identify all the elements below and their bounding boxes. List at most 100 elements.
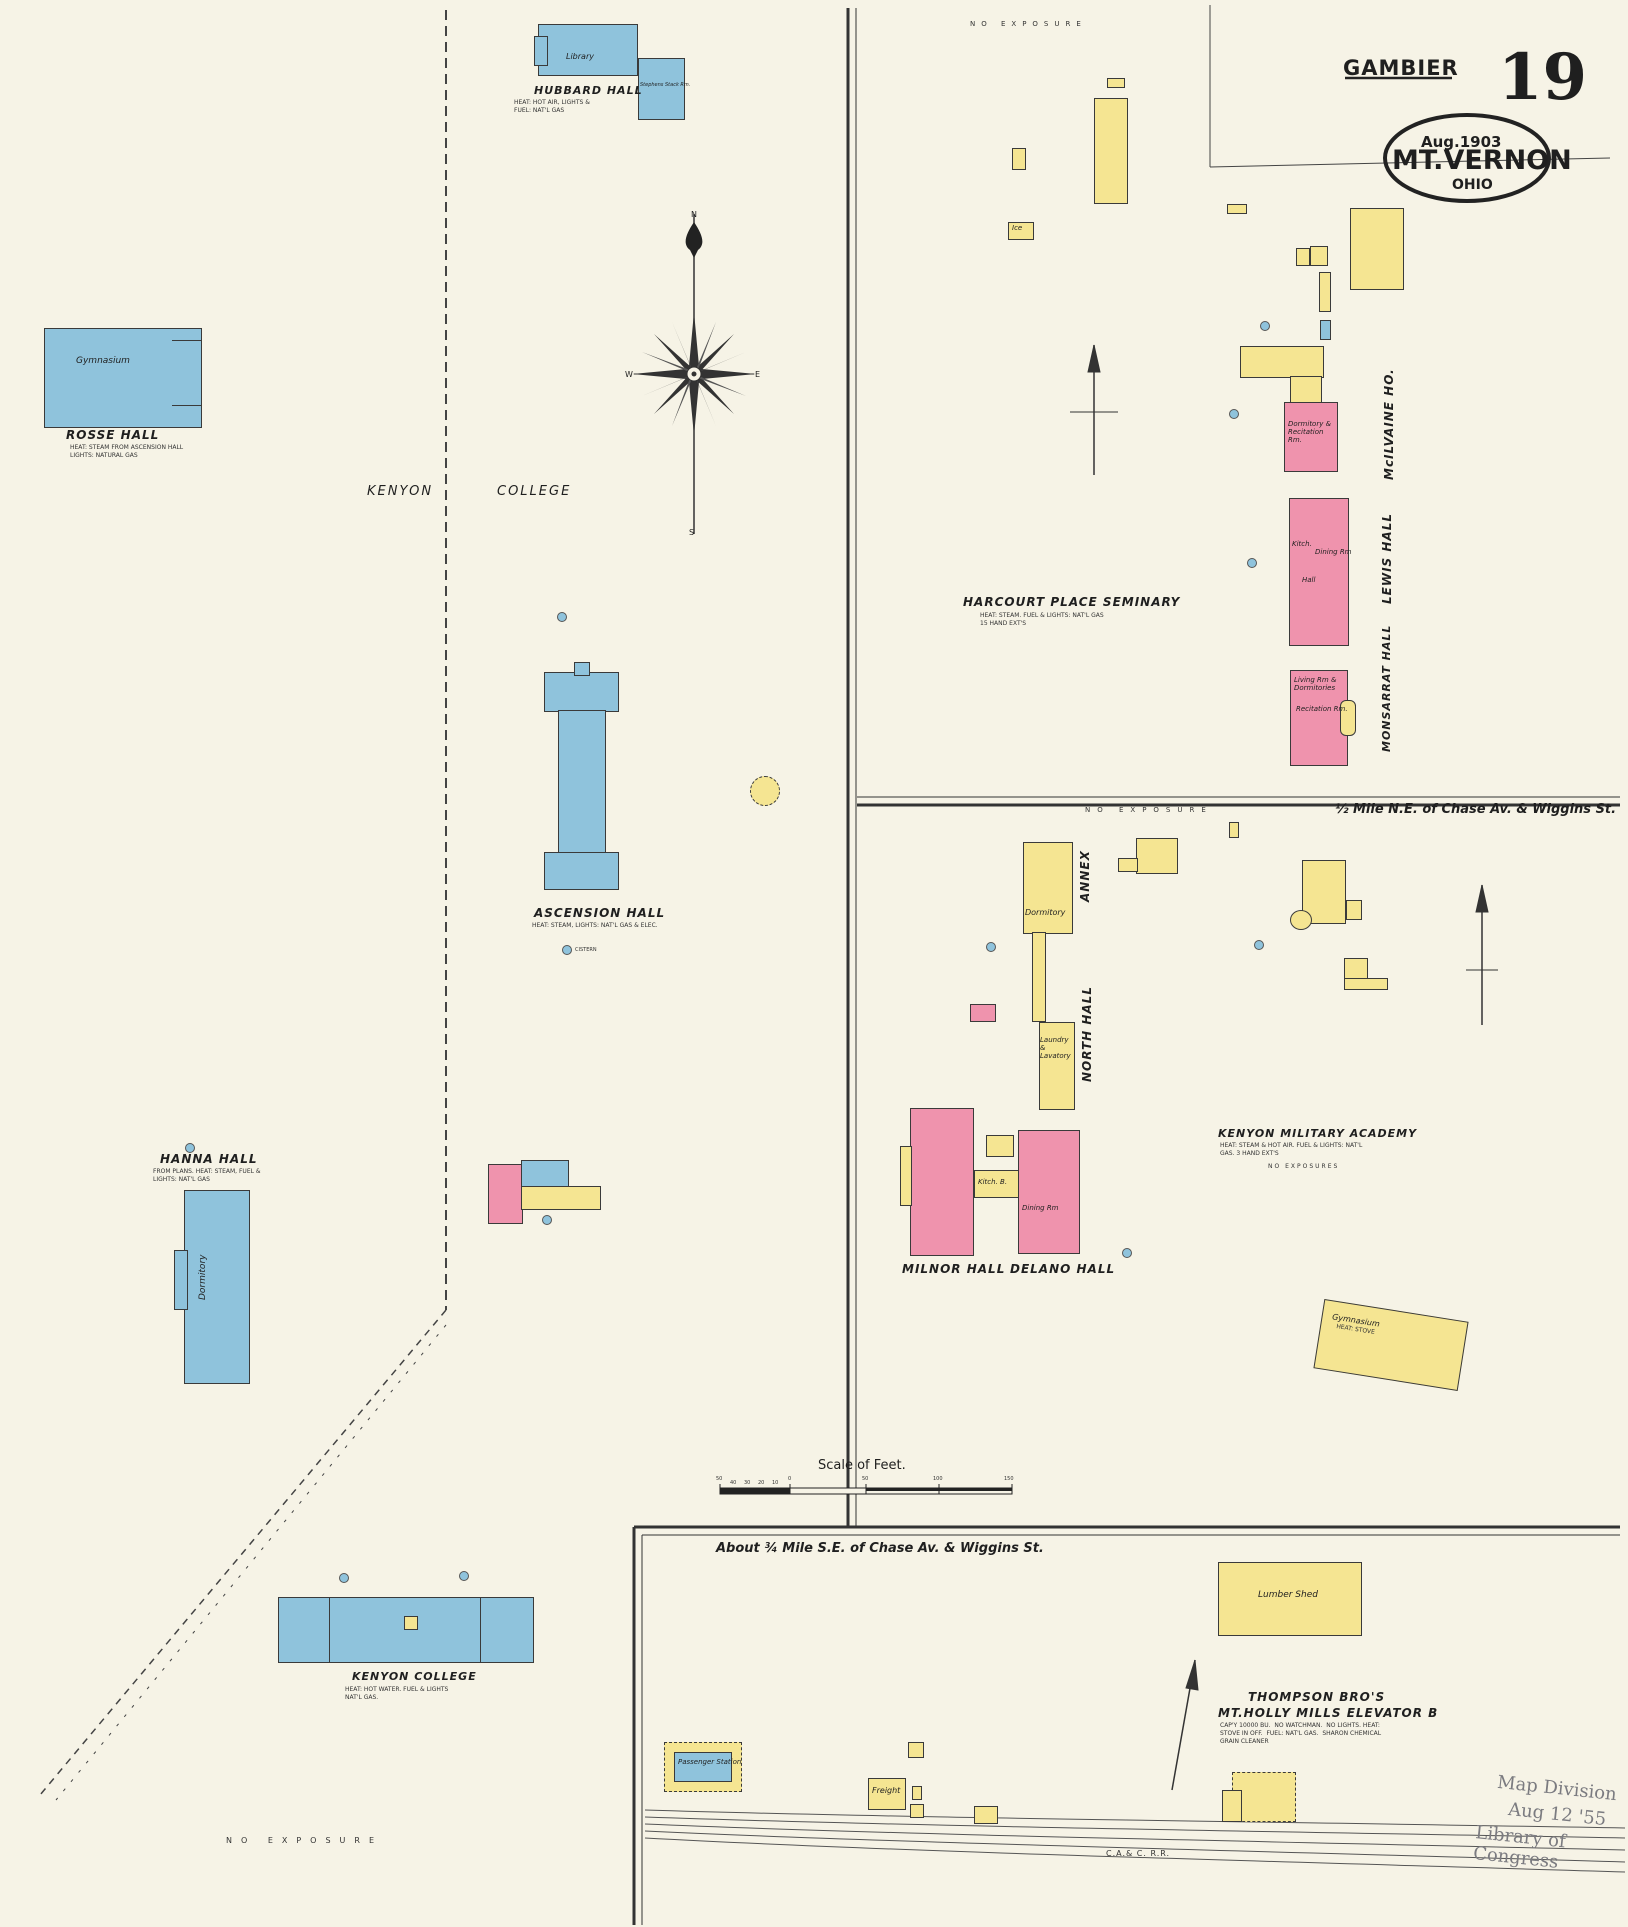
sheet-number: 19 bbox=[1498, 40, 1588, 115]
small-frame-5 bbox=[912, 1786, 922, 1800]
stable-c bbox=[1094, 98, 1128, 204]
small-frame-1 bbox=[1107, 78, 1125, 88]
railroad-label: C.A.& C. R.R. bbox=[1106, 1849, 1171, 1858]
small-frame-6 bbox=[910, 1804, 924, 1818]
dwelling-d-kma-2 bbox=[1118, 858, 1138, 872]
annex-label: ANNEX bbox=[1078, 850, 1092, 902]
ascension-hall-tower bbox=[574, 662, 590, 676]
hanna-dormitory-label: Dormitory bbox=[198, 1254, 208, 1300]
no-exposure-top: NO EXPOSURE bbox=[970, 20, 1087, 28]
cistern-kma-2 bbox=[1122, 1248, 1132, 1258]
small-frame-2 bbox=[1012, 148, 1026, 170]
kitch-b-label: Kitch. B. bbox=[978, 1178, 1008, 1186]
small-frame-7 bbox=[974, 1806, 998, 1824]
elevator-label: MT.HOLLY MILLS ELEVATOR B bbox=[1218, 1706, 1439, 1720]
hanna-hall-label: HANNA HALL bbox=[160, 1152, 258, 1166]
town-label: GAMBIER bbox=[1343, 56, 1459, 80]
small-blue bbox=[1320, 320, 1331, 340]
annex-dormitory bbox=[1023, 842, 1073, 934]
kma-no-exposures: NO EXPOSURES bbox=[1268, 1163, 1340, 1170]
scale-tick-20: 20 bbox=[758, 1480, 765, 1486]
cistern-kenyon-2 bbox=[459, 1571, 469, 1581]
harcourt-note: HEAT: STEAM. FUEL & LIGHTS: NAT'L GAS 15… bbox=[980, 612, 1104, 627]
hanna-hall-note: FROM PLANS. HEAT: STEAM, FUEL & LIGHTS: … bbox=[153, 1168, 261, 1183]
hubbard-hall-wing bbox=[534, 36, 548, 66]
tiny-frame bbox=[1229, 822, 1239, 838]
city-label: MT.VERNON bbox=[1392, 145, 1572, 176]
milnor-hall-label: MILNOR HALL bbox=[902, 1262, 1006, 1276]
long-shed bbox=[1319, 272, 1331, 312]
dwelling-f-porch bbox=[1290, 910, 1312, 930]
kenyon-college-label: KENYON COLLEGE bbox=[352, 1670, 477, 1683]
laundry-label: Laundry & Lavatory bbox=[1040, 1036, 1071, 1060]
state-label: OHIO bbox=[1452, 177, 1493, 193]
lumber-shed-label: Lumber Shed bbox=[1258, 1590, 1318, 1600]
ascension-hall-main bbox=[558, 710, 606, 856]
gymnasium-label: Gymnasium bbox=[76, 356, 130, 366]
dwelling-d-ne-2 bbox=[1310, 246, 1328, 266]
elevator-note: CAP'Y 10000 BU. NO WATCHMAN. NO LIGHTS. … bbox=[1220, 1722, 1382, 1745]
lumber-shed bbox=[1218, 1562, 1362, 1636]
rosse-hall-note: HEAT: STEAM FROM ASCENSION HALL LIGHTS: … bbox=[70, 444, 184, 459]
passenger-station bbox=[674, 1752, 732, 1782]
scale-title: Scale of Feet. bbox=[818, 1458, 906, 1473]
no-exposure-mid: NO EXPOSURE bbox=[1085, 806, 1213, 814]
ascension-hall-top bbox=[544, 672, 619, 712]
scale-tick-30: 30 bbox=[744, 1480, 751, 1486]
elevator-b bbox=[1232, 1772, 1296, 1822]
dining-label: Dining Rm bbox=[1315, 548, 1352, 556]
cistern-harcourt-3 bbox=[1229, 409, 1239, 419]
kma-location: ½ Mile N.E. of Chase Av. & Wiggins St. bbox=[1335, 802, 1617, 817]
building-d-brick bbox=[488, 1164, 523, 1224]
kitchen-b bbox=[974, 1170, 1020, 1198]
recitation-label: Recitation Rm. bbox=[1296, 705, 1348, 713]
outbuilding-l-2 bbox=[1344, 978, 1388, 990]
scale-tick-50l: 50 bbox=[716, 1476, 723, 1482]
cistern-label-ascension: CISTERN bbox=[575, 947, 597, 953]
hubbard-hall-label: HUBBARD HALL bbox=[534, 84, 643, 97]
cistern-kma-3 bbox=[1254, 940, 1264, 950]
lewis-hall bbox=[1289, 498, 1349, 646]
small-frame-3 bbox=[1227, 204, 1247, 214]
no-exposure-bottom: NO EXPOSURE bbox=[226, 1836, 384, 1845]
hubbard-hall-stack bbox=[638, 58, 685, 120]
mcilvaine-hall-label: McILVAINE HO. bbox=[1382, 368, 1396, 480]
cistern-ascension-1 bbox=[557, 612, 567, 622]
ascension-hall-bottom bbox=[544, 852, 619, 890]
compass-s: S bbox=[689, 528, 695, 537]
scale-tick-50: 50 bbox=[862, 1476, 869, 1482]
se-location: About ¾ Mile S.E. of Chase Av. & Wiggins… bbox=[716, 1541, 1044, 1556]
compass-rose bbox=[632, 214, 756, 534]
cistern-kma-1 bbox=[986, 942, 996, 952]
kma-note: HEAT: STEAM & HOT AIR. FUEL & LIGHTS: NA… bbox=[1220, 1142, 1363, 1157]
cistern-harcourt-4 bbox=[1247, 558, 1257, 568]
hanna-hall-building bbox=[184, 1190, 250, 1384]
kenyon-college-west bbox=[278, 1597, 330, 1663]
tank-circle bbox=[750, 776, 780, 806]
compass-n: N bbox=[691, 210, 697, 219]
freight-label: Freight bbox=[872, 1786, 901, 1795]
hanna-hall-front bbox=[174, 1250, 188, 1310]
delano-dining-label: Dining Rm bbox=[1022, 1204, 1059, 1212]
building-b-frame bbox=[521, 1186, 601, 1210]
scale-tick-0: 0 bbox=[788, 1476, 792, 1482]
hubbard-stack-label: Stephens Stack Rm. bbox=[640, 82, 691, 88]
hubbard-hall-library bbox=[538, 24, 638, 76]
kitch-label: Kitch. bbox=[1292, 540, 1312, 548]
storage-shed bbox=[986, 1135, 1014, 1157]
lewis-hall-label: LEWIS HALL bbox=[1380, 513, 1394, 604]
scale-tick-10: 10 bbox=[772, 1480, 779, 1486]
rosse-hall-label: ROSSE HALL bbox=[66, 428, 160, 442]
hubbard-library-label: Library bbox=[566, 52, 594, 61]
hubbard-hall-note: HEAT: HOT AIR, LIGHTS & FUEL: NAT'L GAS bbox=[514, 99, 590, 114]
scale-tick-100: 100 bbox=[933, 1476, 943, 1482]
ascension-hall-label: ASCENSION HALL bbox=[534, 906, 666, 920]
kenyon-college-center bbox=[404, 1616, 418, 1630]
ice-house bbox=[1008, 222, 1034, 240]
rosse-hall-annex bbox=[172, 340, 202, 406]
compass-e: E bbox=[755, 370, 761, 379]
passenger-station-label: Passenger Station bbox=[678, 1758, 742, 1766]
kenyon-college-note: HEAT: HOT WATER. FUEL & LIGHTS NAT'L GAS… bbox=[345, 1686, 449, 1701]
covered-passage bbox=[1032, 932, 1046, 1022]
delano-hall bbox=[1018, 1130, 1080, 1254]
